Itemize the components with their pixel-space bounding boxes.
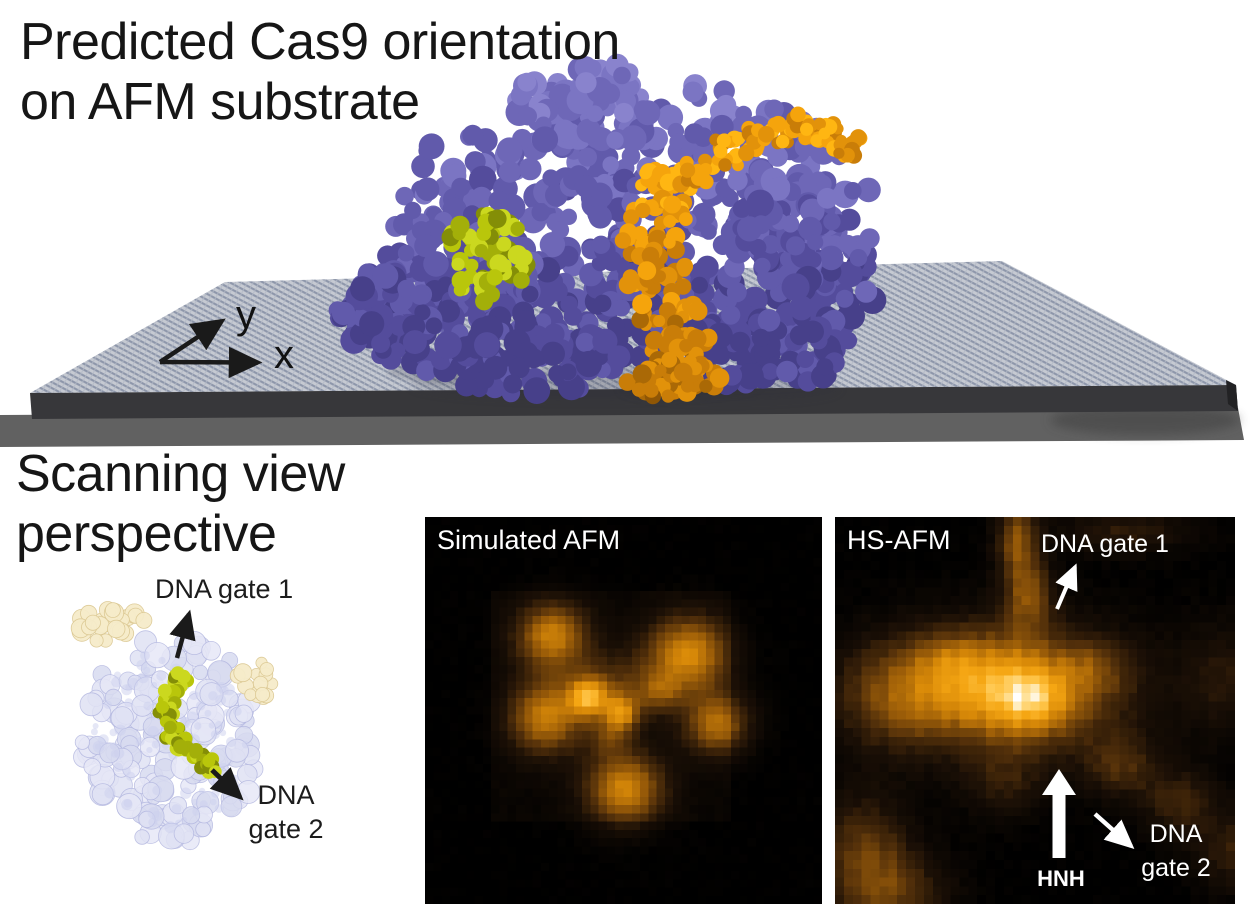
mini-dna-gate2-line2: gate 2 — [248, 814, 324, 844]
hs-afm-arrows — [1042, 563, 1135, 858]
scanning-view-molecule — [70, 601, 279, 851]
hs-afm-image — [835, 517, 1235, 904]
mini-dna-gate2-label: DNA gate 2 — [238, 778, 334, 846]
scanning-view-title-line2: perspective — [16, 505, 277, 563]
axis-arrows — [158, 318, 263, 379]
simulated-afm-image — [425, 517, 822, 904]
substrate-front-face — [30, 385, 1238, 419]
y-axis-arrow — [158, 318, 226, 364]
hs-afm-title: HS-AFM — [847, 525, 951, 555]
hs-dna-gate2-arrow — [1093, 812, 1135, 849]
substrate-cast-shadow — [0, 405, 1244, 447]
cas9-molecule-render — [328, 53, 887, 405]
hs-dna-gate1-label: DNA gate 1 — [1041, 530, 1169, 558]
x-axis-label: x — [274, 333, 294, 377]
hs-hnh-label: HNH — [1037, 866, 1085, 891]
figure-title: Predicted Cas9 orientation on AFM substr… — [20, 12, 620, 132]
scanning-view-title-line1: Scanning view — [16, 445, 345, 503]
mini-annotation-arrows — [169, 609, 244, 801]
y-axis-label: y — [236, 293, 256, 337]
scanning-view-title: Scanning view perspective — [16, 444, 345, 564]
hs-dna-gate2-line1: DNA — [1149, 820, 1203, 848]
hs-afm-panel: HS-AFM DNA gate 1 HNH DNA gate 2 — [835, 517, 1235, 904]
x-axis-arrow — [159, 346, 263, 379]
hs-hnh-arrow — [1042, 769, 1076, 858]
mini-dna-gate1-label: DNA gate 1 — [155, 574, 294, 604]
figure-title-line1: Predicted Cas9 orientation — [20, 13, 620, 71]
dna-gate1-arrow — [169, 609, 196, 659]
hs-dna-gate1-arrow — [1055, 563, 1078, 610]
hs-dna-gate2-label: DNA gate 2 — [1135, 817, 1217, 885]
simulated-afm-title: Simulated AFM — [437, 525, 621, 555]
figure-title-line2: on AFM substrate — [20, 73, 420, 131]
mini-dna-gate2-line1: DNA — [257, 780, 315, 810]
dna-gate2-arrow — [209, 767, 244, 801]
hs-dna-gate2-line2: gate 2 — [1141, 854, 1211, 882]
simulated-afm-panel: Simulated AFM — [425, 517, 822, 904]
mini-molecule-render — [70, 601, 279, 851]
